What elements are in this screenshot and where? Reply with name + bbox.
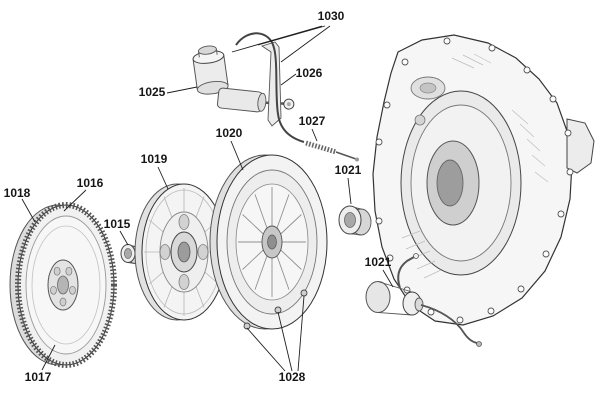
release-bearing — [338, 205, 372, 236]
part-label-1026: 1026 — [296, 66, 323, 80]
bleed-bracket — [397, 256, 415, 289]
part-label-1019: 1019 — [141, 152, 168, 166]
part-label-1028: 1028 — [279, 370, 306, 384]
hydraulic-line — [235, 32, 305, 143]
clutch-bolts — [243, 289, 308, 330]
slave-pipe — [420, 304, 478, 344]
diaphragm-fingers — [238, 187, 306, 297]
part-label-1021-upper: 1021 — [335, 163, 362, 177]
flywheel — [9, 202, 117, 368]
leader-1030-fan — [231, 25, 331, 63]
part-label-1016: 1016 — [77, 176, 104, 190]
part-label-1018: 1018 — [4, 186, 31, 200]
housing-shading — [401, 53, 549, 279]
part-label-1017: 1017 — [25, 370, 52, 384]
clutch-disc — [134, 183, 227, 321]
torsion-springs — [159, 214, 209, 290]
part-label-1021-lower: 1021 — [365, 255, 392, 269]
leader-lines — [21, 25, 394, 372]
ring-gear-teeth — [15, 202, 117, 368]
bell-housing — [372, 34, 595, 326]
reservoir-cap — [198, 45, 217, 55]
part-label-1020: 1020 — [216, 126, 243, 140]
slave-cylinder — [365, 253, 482, 347]
part-labels: 1030 1026 1025 1027 1020 1019 1016 1018 … — [4, 9, 392, 384]
part-label-1025: 1025 — [139, 85, 166, 99]
part-label-1027: 1027 — [299, 114, 326, 128]
part-label-1030: 1030 — [318, 9, 345, 23]
part-label-1015: 1015 — [104, 217, 131, 231]
clutch-master-cylinder — [192, 45, 295, 113]
flywheel-bolt-holes — [50, 266, 76, 307]
leader-1028-fan — [246, 295, 305, 372]
pressure-plate — [209, 154, 328, 330]
hydraulic-fitting — [305, 140, 359, 162]
bell-housing-bolt-holes — [375, 37, 574, 324]
